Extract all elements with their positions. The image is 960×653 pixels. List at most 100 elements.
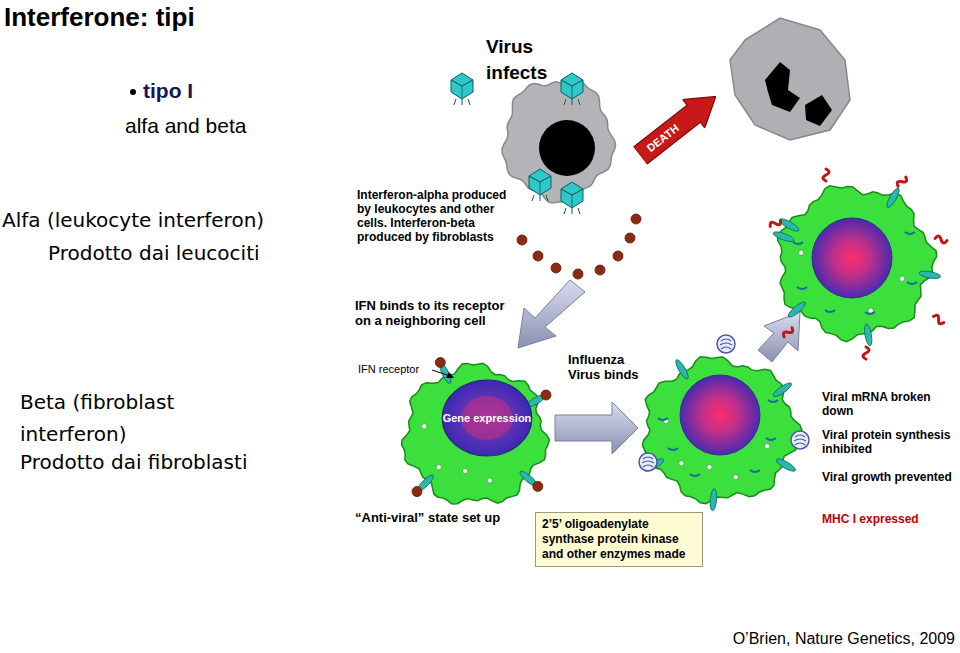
ifn-receptors	[412, 358, 551, 497]
influenza-virus	[717, 335, 735, 353]
interferon-source: Prodotto dai fibroblasti	[20, 450, 247, 474]
illustration-detail	[771, 381, 793, 399]
illustration-detail	[551, 263, 561, 273]
illustration-detail	[778, 217, 800, 234]
nucleus	[812, 218, 892, 298]
node-text: DEATH	[631, 85, 725, 168]
infected-cell	[502, 80, 616, 203]
node-text: Gene expression	[441, 412, 533, 425]
type-heading: tipo I	[143, 79, 193, 103]
illustration-detail	[422, 424, 427, 429]
type-subheading: alfa and beta	[125, 114, 246, 138]
illustration-detail	[517, 235, 527, 245]
illustration-detail	[797, 287, 807, 289]
illustration-detail	[766, 438, 776, 440]
illustration-detail	[533, 251, 543, 261]
illustration-detail	[865, 312, 875, 314]
nucleus-fragment	[765, 62, 800, 112]
illustration-detail	[613, 251, 623, 261]
flow-arrow	[518, 280, 585, 348]
illustration-detail	[709, 488, 717, 510]
leader-arrowhead	[446, 372, 454, 378]
illustration-detail	[533, 481, 543, 491]
illustration-detail	[863, 324, 873, 347]
antiviral-cell	[777, 186, 936, 342]
illustration-detail	[668, 448, 678, 450]
illustration-detail	[772, 230, 795, 244]
mhc-molecules	[772, 187, 941, 347]
effect-note: Viral protein synthesis inhibited	[822, 428, 954, 456]
broken-mrna	[658, 400, 778, 476]
illustration-detail	[487, 478, 492, 483]
neighboring-cell	[402, 363, 550, 504]
illustration-detail	[541, 390, 551, 400]
illustration-detail	[690, 474, 700, 476]
step-label: Influenza Virus binds	[568, 352, 650, 382]
illustration-detail	[631, 214, 641, 224]
illustration-detail	[625, 233, 635, 243]
illustration-detail	[436, 465, 441, 470]
virus-particle	[561, 182, 583, 214]
illustration-detail	[905, 232, 915, 234]
effect-note: MHC I expressed	[822, 512, 954, 526]
illustration-detail	[823, 169, 829, 181]
illustration-detail	[707, 465, 712, 470]
illustration-detail	[573, 269, 583, 279]
illustration-detail	[658, 418, 668, 420]
enzyme-box: 2’5’ oligoadenylate synthase protein kin…	[535, 512, 703, 567]
effect-note: Viral mRNA broken down	[822, 390, 954, 418]
mhc-peptides	[769, 169, 948, 359]
citation: O’Brien, Nature Genetics, 2009	[733, 630, 955, 648]
dead-cell	[730, 18, 850, 140]
illustration-detail	[765, 444, 770, 449]
illustration-detail	[782, 326, 794, 339]
leader-line	[432, 370, 450, 376]
step-label: Virus infects	[486, 34, 558, 86]
nucleus-fragment	[805, 95, 832, 126]
nucleus-circle: Gene expression	[441, 379, 533, 457]
illustration-detail	[674, 358, 691, 380]
interferon-source: Prodotto dai leucociti	[48, 241, 260, 265]
illustration-detail	[900, 276, 905, 281]
infected-nucleus	[539, 120, 595, 176]
virus-particle	[529, 169, 551, 201]
virus-particle	[561, 73, 583, 105]
influenza-virus	[791, 431, 809, 449]
illustration-detail	[768, 400, 778, 402]
virus-particle	[451, 73, 473, 105]
step-note: IFN binds to its receptor on a neighbori…	[355, 298, 505, 328]
illustration-detail	[595, 265, 605, 275]
effect-note: Viral growth prevented	[822, 470, 954, 484]
interferon-molecules	[517, 214, 641, 279]
infected-protected-cell	[642, 357, 802, 504]
illustration-detail	[918, 270, 941, 280]
illustration-detail	[932, 314, 945, 325]
illustration-detail	[793, 242, 803, 244]
illustration-detail	[733, 474, 738, 479]
node-text: 2’5’ oligoadenylate synthase protein kin…	[542, 517, 696, 562]
interferon-type: Beta (fibroblast interferon)	[20, 386, 270, 450]
illustration-detail	[786, 300, 807, 319]
illustration-detail	[769, 218, 782, 229]
illustration-detail	[799, 250, 804, 255]
illustration-detail	[750, 470, 760, 472]
broken-mrna	[793, 232, 917, 314]
illustration-detail	[907, 282, 917, 284]
slide-title: Interferone: tipi	[4, 2, 195, 33]
illustration-detail	[863, 347, 869, 359]
illustration-detail	[412, 487, 422, 497]
death-arrow: DEATH	[629, 82, 727, 169]
nucleus	[680, 375, 760, 455]
flow-arrow	[555, 402, 638, 454]
ifn-receptors	[643, 358, 797, 511]
illustration-detail	[462, 468, 467, 473]
illustration-detail	[435, 358, 445, 368]
flow-arrow	[758, 312, 800, 362]
illustration-detail	[935, 235, 948, 243]
receptor-label: IFN receptor	[358, 363, 419, 375]
state-label: “Anti-viral” state set up	[355, 510, 500, 525]
illustration-detail	[885, 187, 902, 209]
influenza-virus	[639, 453, 657, 471]
step-note: Interferon-alpha produced by leukocytes …	[357, 188, 507, 244]
interferon-type: Alfa (leukocyte interferon)	[2, 208, 264, 232]
